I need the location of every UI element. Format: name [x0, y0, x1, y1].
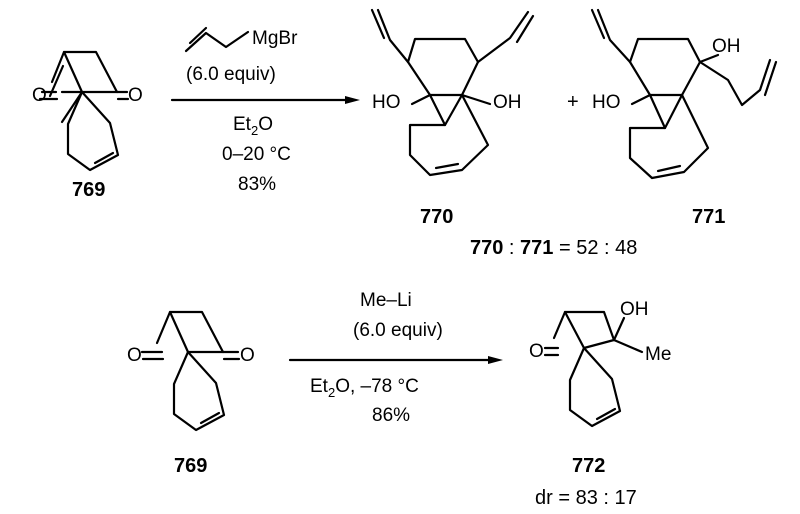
compound-number-769-top: 769 [72, 179, 105, 201]
product-772-ketone-o: O [529, 341, 544, 362]
reactant-769-bottom-structure [140, 310, 241, 432]
compound-number-771: 771 [692, 206, 725, 228]
reactant-769-bottom-o-left: O [127, 345, 142, 366]
product-770-ho: HO [372, 92, 401, 113]
compound-number-772: 772 [572, 455, 605, 477]
compound-number-770: 770 [420, 206, 453, 228]
product-ratio: 770 : 771 = 52 : 48 [470, 237, 637, 259]
plus-sign: + [567, 91, 579, 113]
product-772-structure [543, 310, 644, 428]
reagent-label-1: MgBr [252, 28, 298, 49]
reaction-arrow-2 [288, 356, 503, 364]
product-771-oh: OH [712, 36, 741, 57]
solvent-label-2: Et2O, –78 °C [310, 376, 419, 400]
reactant-769-o-right: O [128, 85, 143, 106]
diastereomeric-ratio: dr = 83 : 17 [535, 487, 637, 509]
yield-label-2: 86% [372, 405, 410, 426]
allyl-reagent-structure [184, 26, 250, 53]
reactant-769-o-left: O [32, 85, 47, 106]
reaction-arrow-1 [170, 96, 360, 104]
compound-number-769-bottom: 769 [174, 455, 207, 477]
reactant-769-structure [38, 50, 130, 172]
product-772-oh: OH [620, 299, 649, 320]
product-770-structure [370, 8, 535, 177]
equiv-label-2: (6.0 equiv) [353, 320, 443, 341]
reactant-769-bottom-o-right: O [240, 345, 255, 366]
product-770-oh: OH [493, 92, 522, 113]
product-772-methyl: Me [645, 344, 671, 365]
solvent-label-1: Et2O [233, 114, 273, 138]
reagent-label-2: Me–Li [360, 290, 412, 311]
product-771-structure [590, 8, 778, 180]
product-771-ho: HO [592, 92, 621, 113]
yield-label-1: 83% [238, 174, 276, 195]
temperature-label-1: 0–20 °C [222, 144, 291, 165]
equiv-label-1: (6.0 equiv) [186, 64, 276, 85]
